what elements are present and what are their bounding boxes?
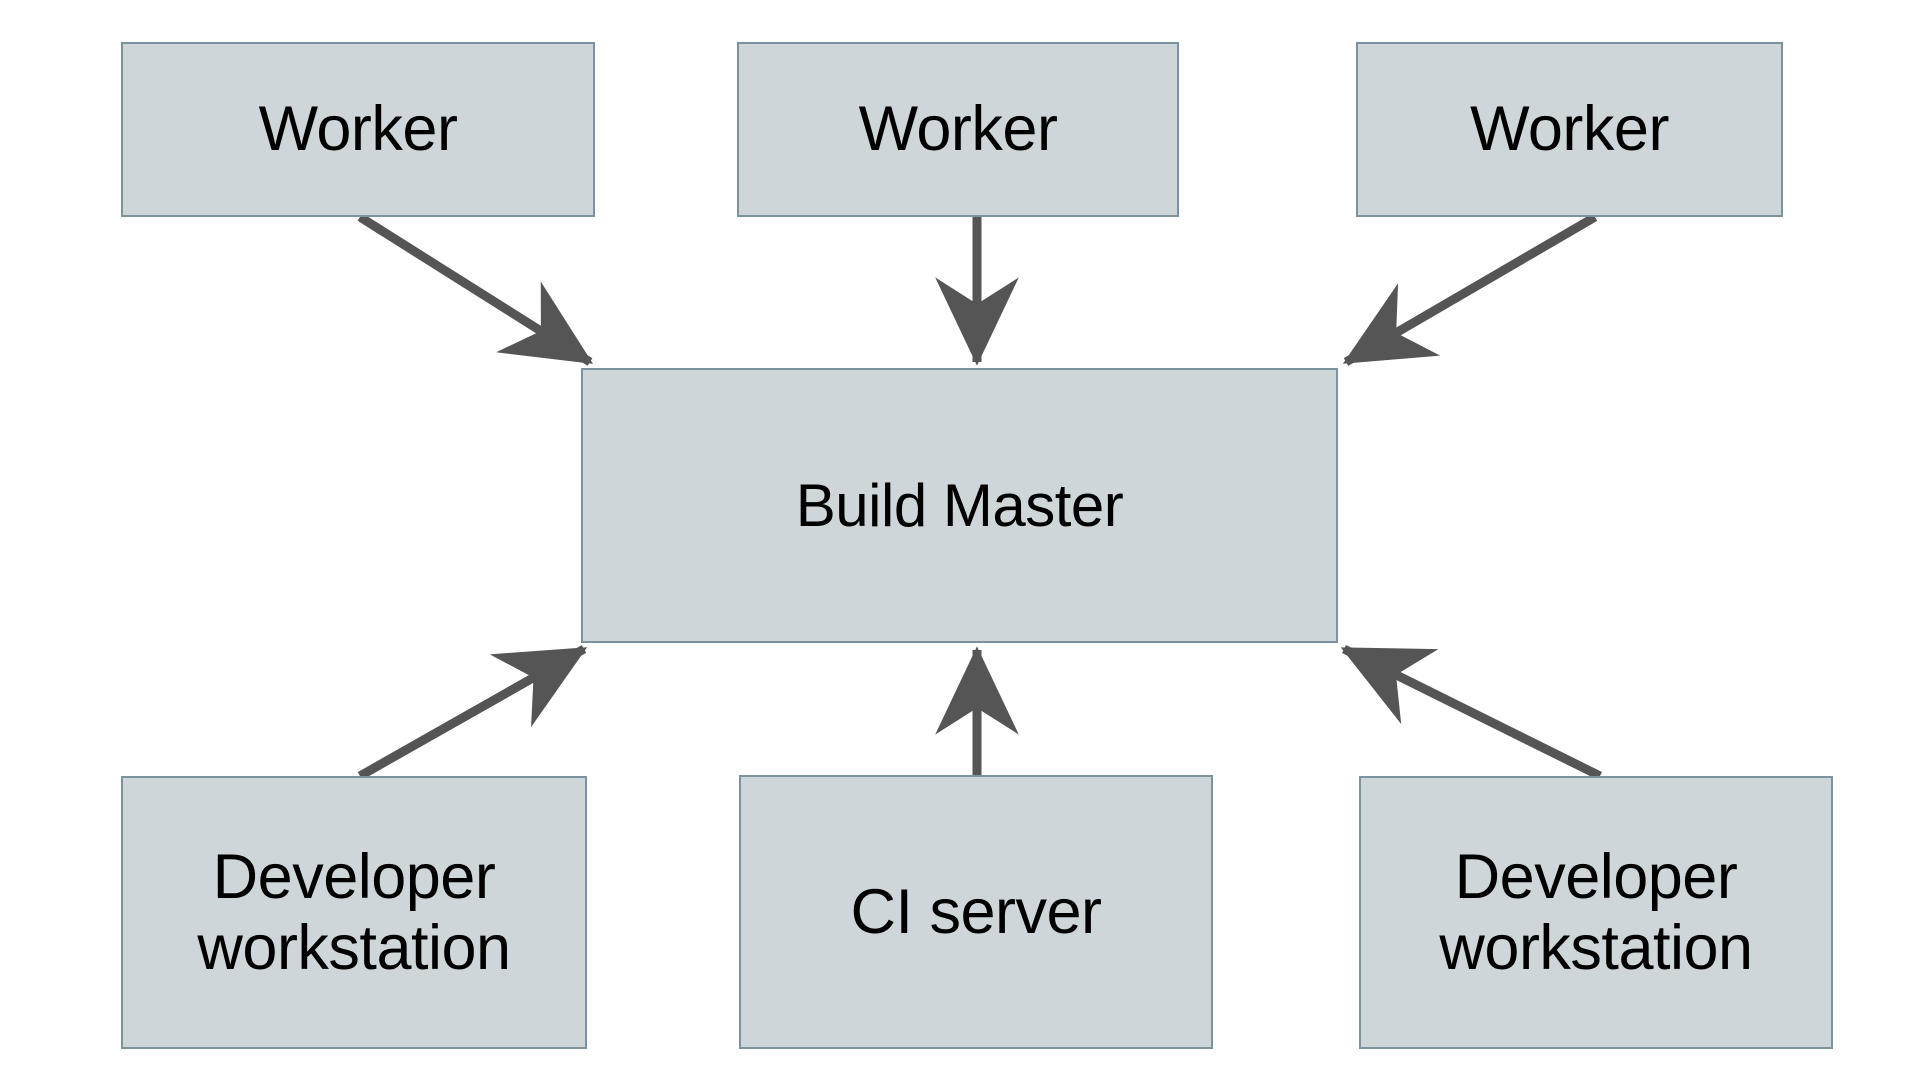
edge-dev-ws-left-to-master bbox=[357, 645, 588, 780]
node-worker-right-label: Worker bbox=[1470, 94, 1669, 165]
edge-dev-ws-right-to-master bbox=[1340, 644, 1602, 781]
node-worker-left[interactable]: Worker bbox=[121, 42, 595, 217]
node-build-master-label: Build Master bbox=[795, 471, 1124, 539]
edge-worker-right-to-master bbox=[1342, 213, 1598, 366]
node-worker-mid[interactable]: Worker bbox=[737, 42, 1179, 217]
node-dev-ws-right-label: Developer workstation bbox=[1439, 841, 1753, 983]
node-worker-mid-label: Worker bbox=[858, 94, 1058, 165]
node-dev-ws-left-label: Developer workstation bbox=[197, 841, 511, 983]
node-worker-left-label: Worker bbox=[258, 94, 458, 165]
node-worker-right[interactable]: Worker bbox=[1356, 42, 1783, 217]
edge-worker-left-to-master bbox=[357, 213, 594, 366]
node-ci-server-label: CI server bbox=[850, 876, 1102, 947]
node-build-master[interactable]: Build Master bbox=[581, 368, 1338, 643]
node-dev-ws-left[interactable]: Developer workstation bbox=[121, 776, 587, 1049]
node-dev-ws-right[interactable]: Developer workstation bbox=[1359, 776, 1833, 1049]
node-ci-server[interactable]: CI server bbox=[739, 775, 1213, 1049]
